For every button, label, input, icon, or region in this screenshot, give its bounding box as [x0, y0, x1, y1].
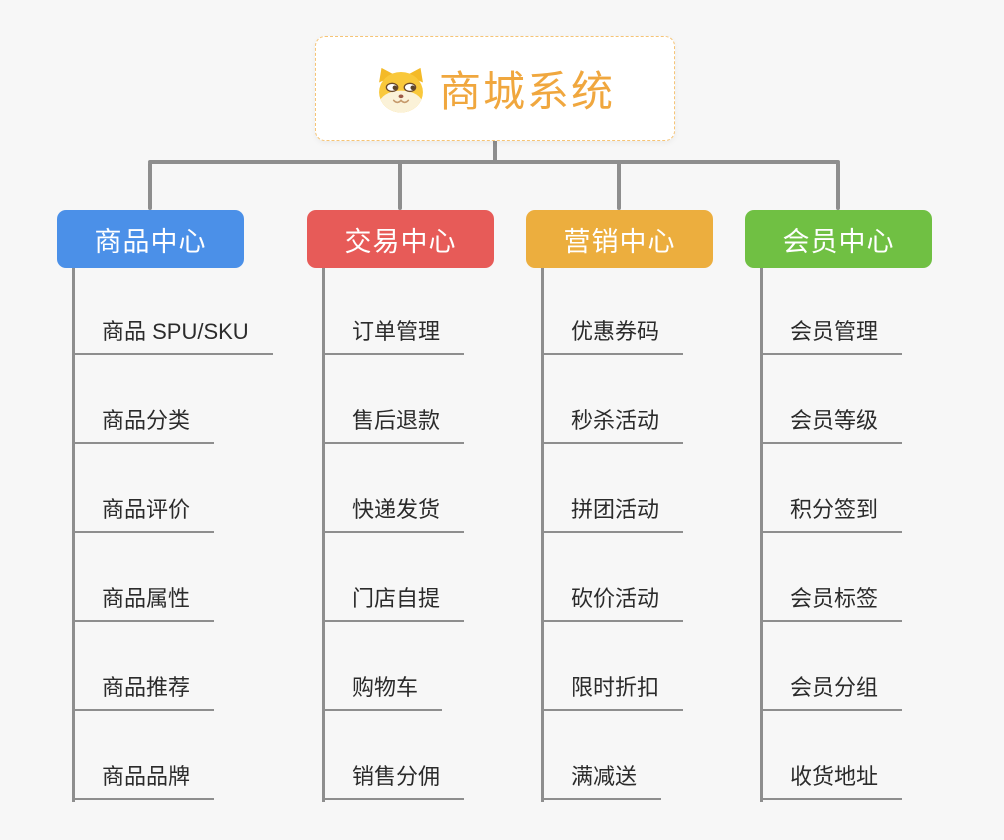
root-title: 商城系统 [438, 68, 615, 115]
leaf-item[interactable]: 售后退款 [322, 406, 465, 444]
leaf-item[interactable]: 商品品牌 [72, 762, 215, 800]
branch-label: 会员中心 [782, 226, 895, 257]
branch-spine [72, 268, 75, 802]
leaf-item[interactable]: 会员分组 [760, 673, 903, 711]
leaf-item[interactable]: 拼团活动 [541, 495, 684, 533]
branch-label: 商品中心 [94, 226, 207, 257]
leaf-item[interactable]: 收货地址 [760, 762, 903, 800]
leaf-item[interactable]: 限时折扣 [541, 673, 684, 711]
branch-node-product-center[interactable]: 商品中心 [57, 210, 244, 268]
branch-node-marketing-center[interactable]: 营销中心 [526, 210, 713, 268]
leaf-item[interactable]: 满减送 [541, 762, 662, 800]
leaf-item[interactable]: 购物车 [322, 673, 443, 711]
root-node[interactable]: 商城系统 [315, 36, 675, 141]
branch-label: 营销中心 [563, 226, 676, 257]
connector-drop [836, 162, 840, 210]
leaf-item[interactable]: 优惠券码 [541, 317, 684, 355]
connector-bus [148, 160, 840, 164]
leaf-item[interactable]: 会员管理 [760, 317, 903, 355]
branch-label: 交易中心 [344, 226, 457, 257]
leaf-item[interactable]: 会员标签 [760, 584, 903, 622]
leaf-item[interactable]: 门店自提 [322, 584, 465, 622]
connector-root-stub [493, 140, 497, 164]
leaf-item[interactable]: 商品分类 [72, 406, 215, 444]
leaf-item[interactable]: 商品推荐 [72, 673, 215, 711]
leaf-item[interactable]: 秒杀活动 [541, 406, 684, 444]
leaf-item[interactable]: 销售分佣 [322, 762, 465, 800]
branch-spine [541, 268, 544, 802]
branch-spine [760, 268, 763, 802]
connector-drop [398, 162, 402, 210]
leaf-item[interactable]: 商品评价 [72, 495, 215, 533]
leaf-item[interactable]: 商品属性 [72, 584, 215, 622]
leaf-item[interactable]: 订单管理 [322, 317, 465, 355]
leaf-item[interactable]: 快递发货 [322, 495, 465, 533]
leaf-item[interactable]: 积分签到 [760, 495, 903, 533]
dog-face-icon [375, 65, 427, 113]
branch-node-trade-center[interactable]: 交易中心 [307, 210, 494, 268]
connector-drop [148, 162, 152, 210]
leaf-item[interactable]: 商品 SPU/SKU [72, 317, 273, 355]
leaf-item[interactable]: 会员等级 [760, 406, 903, 444]
branch-node-member-center[interactable]: 会员中心 [745, 210, 932, 268]
branch-spine [322, 268, 325, 802]
leaf-item[interactable]: 砍价活动 [541, 584, 684, 622]
connector-drop [617, 162, 621, 210]
